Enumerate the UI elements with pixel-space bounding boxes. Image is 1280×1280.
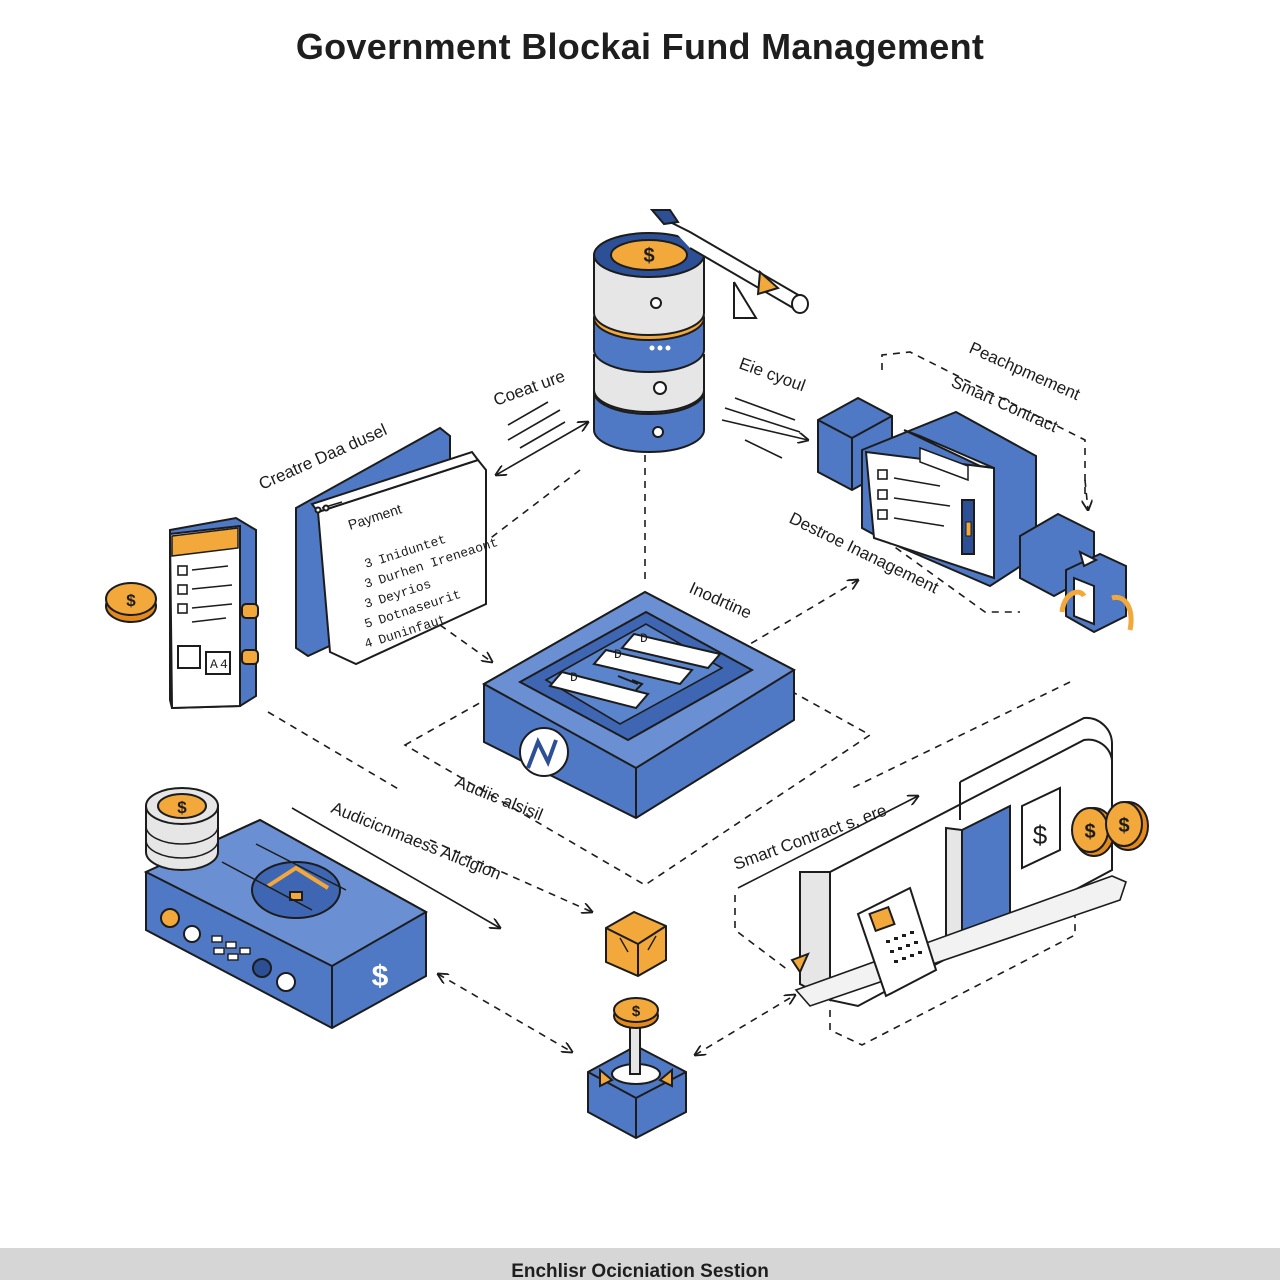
contract-scroll-icon[interactable]: $ $ $ <box>790 716 1149 1008</box>
arrow-create <box>496 422 588 475</box>
database-icon[interactable]: $ <box>593 209 809 453</box>
footer-bar: Enchlisr Ocicniation Sestion <box>0 1248 1280 1280</box>
token-cube-icon <box>605 910 667 978</box>
connector-contract-arrow <box>1085 479 1088 510</box>
arrow-audit-management <box>291 807 500 928</box>
svg-text:$: $ <box>1033 820 1048 850</box>
connector-audit-cube <box>429 839 592 912</box>
arrow-file-cloud <box>721 419 808 440</box>
label-create: Coeat ure <box>491 366 568 409</box>
phone-icon[interactable] <box>168 516 259 710</box>
connector-contract-region-2 <box>884 539 1020 613</box>
svg-text:$: $ <box>177 798 187 817</box>
label-node: Inodrtine <box>686 578 754 622</box>
connector-scroll-box <box>734 895 789 971</box>
label-file-cloud: Eie cyoul <box>737 354 808 395</box>
connector-contract-region <box>881 351 1086 500</box>
connector-scroll-box-2 <box>829 900 1076 1046</box>
connector-right-bottom <box>847 681 1071 791</box>
connector-phone-audit <box>267 711 401 791</box>
phone-badge: 4 <box>220 657 228 672</box>
diagram-title: Government Blockai Fund Management <box>295 26 985 67</box>
coin-icon: $ <box>105 582 157 623</box>
connector-center-contract <box>739 580 858 651</box>
ledger-node[interactable] <box>481 590 797 820</box>
connector-db-payment <box>487 469 581 541</box>
payment-card[interactable] <box>295 426 487 666</box>
server-icon[interactable]: $ $ <box>143 787 429 1030</box>
ledger-row-label: D <box>614 647 622 662</box>
svg-text:$: $ <box>632 1003 641 1020</box>
ledger-row-label: D <box>570 670 578 685</box>
connector-payment-center <box>439 624 492 662</box>
arrow-smart-contract-bottom <box>737 796 918 889</box>
smart-contract-icon[interactable] <box>817 396 1134 634</box>
blockchain-diagram: $ Payment 3 Iniduntet 3 Durhen Ireneaont… <box>105 209 1149 1140</box>
connector-server-cube <box>438 974 572 1052</box>
connector-cube-scroll <box>695 995 795 1055</box>
ledger-row-label: D <box>640 631 648 646</box>
solid-arrows <box>291 397 918 928</box>
svg-text:$: $ <box>126 591 136 610</box>
svg-text:$: $ <box>643 245 654 267</box>
svg-text:$: $ <box>1084 821 1095 843</box>
svg-text:$: $ <box>372 960 389 993</box>
svg-text:$: $ <box>1118 815 1129 837</box>
coin-pedestal-icon: $ <box>587 997 687 1140</box>
phone-badge: A <box>210 657 218 672</box>
label-audit-model: Audiic alsisil <box>453 772 546 824</box>
label-audit-management: Audicicnmaess Alicigion <box>329 798 504 884</box>
